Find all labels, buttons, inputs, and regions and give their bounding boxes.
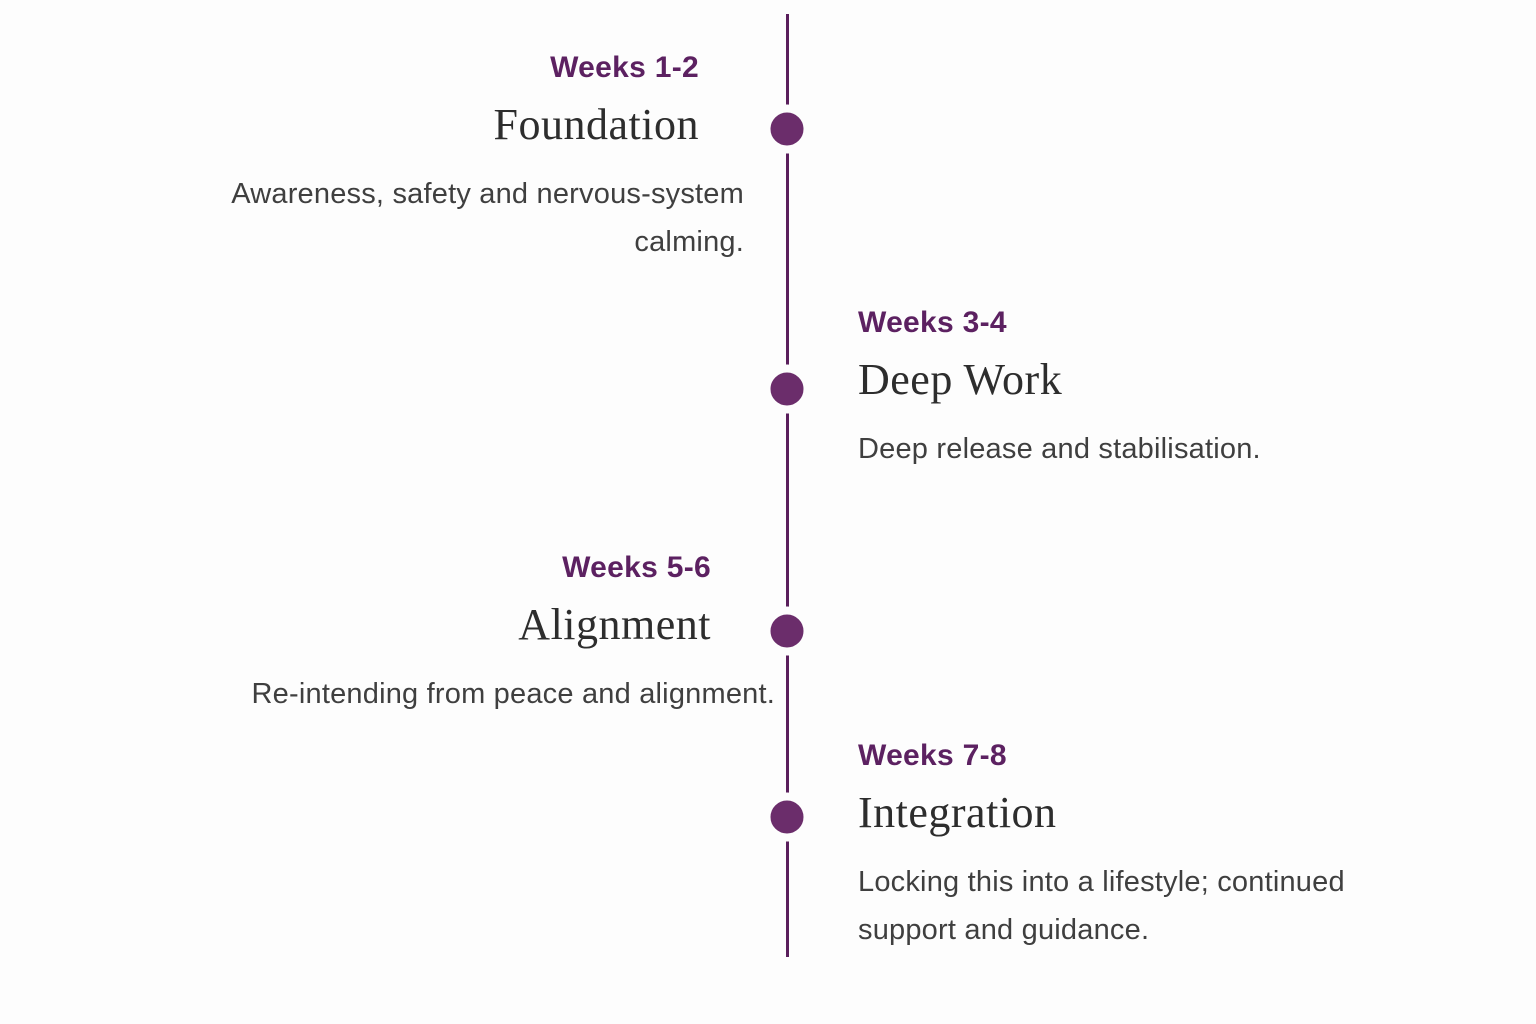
timeline-item-foundation: Weeks 1-2 Foundation Awareness, safety a… <box>144 50 744 266</box>
timeline-dot-2 <box>762 364 812 414</box>
item-title: Integration <box>858 788 1057 837</box>
timeline-item-alignment: Weeks 5-6 Alignment Re-intending from pe… <box>175 550 775 718</box>
weeks-label: Weeks 1-2 <box>550 51 699 84</box>
timeline-dot-4 <box>762 792 812 842</box>
item-description: Locking this into a lifestyle; continued… <box>858 866 1345 946</box>
weeks-label: Weeks 3-4 <box>858 306 1007 339</box>
item-description: Re-intending from peace and alignment. <box>251 678 775 710</box>
weeks-label: Weeks 7-8 <box>858 739 1007 772</box>
item-description: Awareness, safety and nervous-system cal… <box>231 178 744 258</box>
weeks-label: Weeks 5-6 <box>562 551 711 584</box>
timeline-dot-3 <box>762 606 812 656</box>
item-description: Deep release and stabilisation. <box>858 433 1261 465</box>
item-title: Foundation <box>493 100 699 149</box>
timeline-item-integration: Weeks 7-8 Integration Locking this into … <box>858 738 1418 954</box>
timeline-item-deep-work: Weeks 3-4 Deep Work Deep release and sta… <box>858 305 1418 473</box>
item-title: Alignment <box>518 600 711 649</box>
item-title: Deep Work <box>858 355 1063 404</box>
timeline-dot-1 <box>762 104 812 154</box>
timeline-line <box>786 14 789 957</box>
